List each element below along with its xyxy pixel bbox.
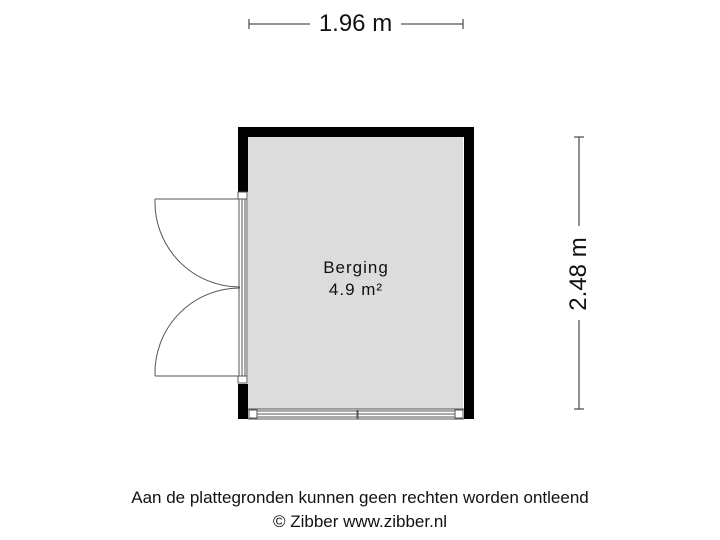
width-dimension-line — [248, 19, 464, 29]
room-area: 4.9 m² — [328, 280, 384, 299]
width-dimension-label: 1.96 m — [318, 10, 393, 37]
walls — [238, 127, 474, 419]
footer: Aan de plattegronden kunnen geen rechten… — [0, 486, 720, 534]
double-door-left — [154, 198, 248, 377]
room-name: Berging — [323, 258, 389, 277]
room-floor-berging — [248, 137, 463, 409]
window-bottom — [248, 408, 464, 420]
height-dimension-label: 2.48 m — [565, 237, 592, 311]
height-dimension-line — [574, 136, 584, 410]
disclaimer-text: Aan de plattegronden kunnen geen rechten… — [131, 488, 589, 507]
copyright-text: © Zibber www.zibber.nl — [272, 512, 448, 531]
room-label-berging: Berging 4.9 m² — [296, 257, 416, 301]
